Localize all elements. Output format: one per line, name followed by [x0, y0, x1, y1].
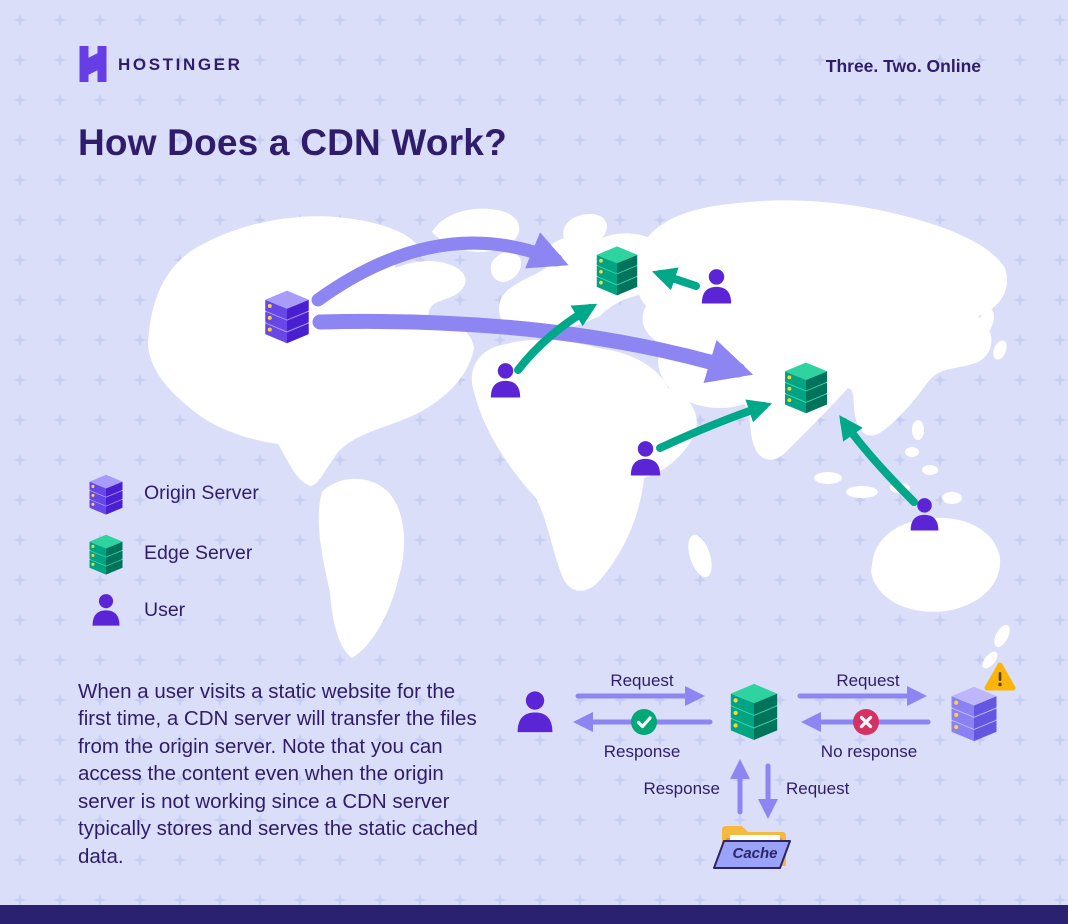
origin-server-icon-map: [265, 290, 309, 344]
arrow-user-australia-to-edge-asia: [839, 415, 918, 506]
legend-item-origin-server: Origin Server: [84, 472, 259, 515]
error-cross-icon: [853, 709, 879, 735]
edge-server-icon-asia: [785, 362, 827, 414]
description-text: When a user visits a static website for …: [78, 680, 478, 868]
world-map: [148, 200, 1010, 669]
label-request-cache: Request: [786, 779, 850, 798]
edge-server-icon: [84, 533, 128, 575]
edge-server-icon-flow: [730, 683, 778, 740]
origin-server-icon-flow: [951, 686, 997, 742]
label-request-user-edge: Request: [610, 671, 674, 690]
arrow-origin-to-edge-europe: [311, 232, 569, 307]
hostinger-logo-icon: [79, 46, 107, 82]
legend: Origin Server Edge Server User: [84, 472, 259, 645]
legend-label: Origin Server: [144, 482, 259, 504]
warning-icon: [984, 662, 1016, 691]
footer-bar: [0, 905, 1068, 924]
arrow-user-russia-to-edge-europe: [652, 267, 700, 291]
legend-item-user: User: [84, 592, 259, 628]
label-response-cache: Response: [643, 779, 720, 798]
legend-item-edge-server: Edge Server: [84, 532, 259, 575]
user-icon: [84, 593, 128, 627]
arrow-user-africa-north-to-edge-europe: [514, 303, 598, 374]
brand-name: HOSTINGER: [118, 55, 243, 74]
tagline: Three. Two. Online: [825, 56, 981, 76]
arrow-origin-to-edge-asia: [312, 313, 754, 384]
page-title: How Does a CDN Work?: [78, 122, 507, 163]
legend-label: User: [144, 598, 186, 621]
label-response-edge-user: Response: [603, 742, 681, 761]
success-check-icon: [631, 709, 657, 735]
edge-server-icon-europe: [596, 246, 638, 296]
label-no-response: No response: [820, 742, 918, 761]
origin-server-icon: [84, 473, 128, 515]
cdn-flow-diagram: [517, 662, 1016, 869]
label-request-edge-origin: Request: [836, 671, 900, 690]
cache-folder-icon: [713, 826, 791, 869]
legend-label: Edge Server: [144, 542, 253, 564]
cache-label: Cache: [732, 845, 778, 862]
arrow-user-africa-east-to-edge-asia: [656, 399, 772, 452]
